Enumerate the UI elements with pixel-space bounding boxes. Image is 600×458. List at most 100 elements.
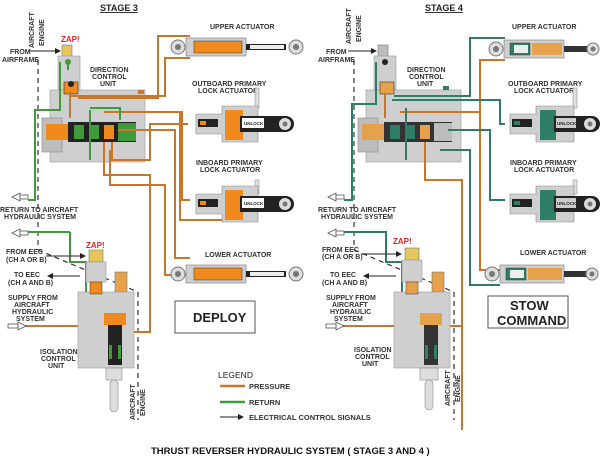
zap-label-bottom: ZAP! bbox=[393, 237, 412, 246]
from-eec-label-2: (CH A OR B) bbox=[6, 257, 47, 264]
upper-actuator-stage4: UPPER ACTUATOR bbox=[488, 24, 600, 59]
supply-arrow-icon bbox=[335, 321, 345, 331]
stage-4-title: STAGE 4 bbox=[425, 3, 463, 13]
supply-label-2: AIRCRAFT bbox=[332, 302, 368, 309]
from-airframe-label-2: AIRFRAME bbox=[318, 57, 355, 64]
stage-3-panel: STAGE 3 AIRCRAFT ENGINE AIRCRAFT ENGINE … bbox=[0, 3, 304, 420]
aircraft-label: AIRCRAFT bbox=[29, 12, 36, 48]
legend-title: LEGEND bbox=[218, 370, 253, 380]
to-eec-label-1: TO EEC bbox=[14, 272, 40, 279]
supply-label-4: SYSTEM bbox=[16, 316, 45, 323]
from-airframe-label-2: AIRFRAME bbox=[2, 57, 39, 64]
return-to-aircraft-label-1: RETURN TO AIRCRAFT bbox=[0, 207, 79, 214]
supply-label-4: SYSTEM bbox=[334, 316, 363, 323]
engine-label-bottom: ENGINE bbox=[140, 389, 147, 416]
upper-actuator-label: UPPER ACTUATOR bbox=[210, 24, 274, 31]
outboard-lock-label-2: LOCK ACTUATOR bbox=[514, 88, 574, 95]
lower-actuator-label: LOWER ACTUATOR bbox=[520, 250, 586, 257]
icu-label-3: UNIT bbox=[48, 363, 65, 370]
lower-actuator-stage4: LOWER ACTUATOR bbox=[484, 250, 599, 284]
return-arrow-icon bbox=[11, 192, 21, 202]
to-eec-label-2: (CH A AND B) bbox=[322, 280, 367, 287]
supply-label-1: SUPPLY FROM bbox=[8, 295, 58, 302]
aircraft-label-bottom: AIRCRAFT bbox=[130, 384, 137, 420]
icu-label-2: CONTROL bbox=[41, 356, 76, 363]
aircraft-label-bottom: AIRCRAFT bbox=[445, 370, 452, 406]
unlock-label: UNLOCK bbox=[244, 201, 264, 206]
dcu-label-2: CONTROL bbox=[92, 74, 127, 81]
unlock-label: UNLOCK bbox=[557, 201, 577, 206]
dcu-label-2: CONTROL bbox=[409, 74, 444, 81]
return-to-aircraft-label-2: HYDRAULIC SYSTEM bbox=[321, 214, 393, 221]
legend-label-return: RETURN bbox=[249, 398, 280, 407]
dcu-label-3: UNIT bbox=[100, 81, 117, 88]
upper-actuator-stage3: UPPER ACTUATOR bbox=[170, 24, 304, 57]
from-airframe-label-1: FROM bbox=[326, 49, 347, 56]
mode-box-text: DEPLOY bbox=[193, 310, 247, 325]
return-lines-stage3 bbox=[28, 62, 121, 310]
diagram-caption: THRUST REVERSER HYDRAULIC SYSTEM ( STAGE… bbox=[151, 446, 430, 457]
inboard-lock-actuator-stage4: INBOARD PRIMARY LOCK ACTUATOR UNLOCK bbox=[509, 160, 600, 223]
legend: LEGEND PRESSURE RETURN ELECTRICAL CONTRO… bbox=[218, 370, 371, 422]
to-eec-label-2: (CH A AND B) bbox=[8, 280, 53, 287]
return-arrow-icon bbox=[11, 228, 21, 238]
supply-label-2: AIRCRAFT bbox=[14, 302, 50, 309]
from-eec-label-2: (CH A OR B) bbox=[322, 254, 363, 261]
inboard-lock-label-1: INBOARD PRIMARY bbox=[510, 160, 577, 167]
aircraft-label: AIRCRAFT bbox=[346, 8, 353, 44]
icu-label-1: ISOLATION bbox=[354, 347, 392, 354]
direction-control-unit: DIRECTION CONTROL UNIT bbox=[357, 44, 462, 163]
outboard-lock-actuator-stage3: OUTBOARD PRIMARY LOCK ACTUATOR UNLOCK bbox=[192, 81, 294, 143]
inboard-lock-label-2: LOCK ACTUATOR bbox=[200, 167, 260, 174]
inboard-lock-label-2: LOCK ACTUATOR bbox=[514, 167, 574, 174]
return-to-aircraft-label-1: RETURN TO AIRCRAFT bbox=[318, 207, 397, 214]
solenoid-coil bbox=[61, 44, 73, 58]
from-eec-label-1: FROM EEC bbox=[6, 249, 43, 256]
isolation-control-unit-stage3: ISOLATION CONTROL UNIT bbox=[40, 249, 135, 413]
icu-label-2: CONTROL bbox=[355, 354, 390, 361]
dcu-label-1: DIRECTION bbox=[407, 67, 446, 74]
outboard-lock-actuator-stage4: OUTBOARD PRIMARY LOCK ACTUATOR UNLOCK bbox=[508, 81, 600, 143]
engine-label-bottom: ENGINE bbox=[455, 375, 462, 402]
from-eec-label-1: FROM EEC bbox=[322, 247, 359, 254]
mode-box-text-1: STOW bbox=[510, 298, 549, 313]
lower-actuator-stage3: LOWER ACTUATOR bbox=[170, 252, 304, 284]
upper-actuator-label: UPPER ACTUATOR bbox=[512, 24, 576, 31]
unlock-label: UNLOCK bbox=[244, 121, 264, 126]
inboard-lock-actuator-stage3: INBOARD PRIMARY LOCK ACTUATOR UNLOCK bbox=[195, 160, 294, 223]
mode-box-stow-command bbox=[487, 295, 569, 329]
outboard-lock-label-2: LOCK ACTUATOR bbox=[198, 88, 258, 95]
stage-3-title: STAGE 3 bbox=[100, 3, 138, 13]
from-airframe-label-1: FROM bbox=[10, 49, 31, 56]
direction-control-unit: DIRECTION CONTROL UNIT bbox=[41, 44, 146, 163]
return-arrow-icon bbox=[327, 192, 337, 202]
mode-box-deploy bbox=[174, 300, 256, 334]
unlock-label: UNLOCK bbox=[557, 121, 577, 126]
dcu-label-3: UNIT bbox=[417, 81, 434, 88]
supply-label-1: SUPPLY FROM bbox=[326, 295, 376, 302]
to-eec-label-1: TO EEC bbox=[330, 272, 356, 279]
engine-label: ENGINE bbox=[356, 15, 363, 42]
inboard-lock-label-1: INBOARD PRIMARY bbox=[196, 160, 263, 167]
dcu-label-1: DIRECTION bbox=[90, 67, 129, 74]
isolation-control-unit-stage4: ISOLATION CONTROL UNIT bbox=[354, 247, 451, 411]
zap-label-top: ZAP! bbox=[61, 35, 80, 44]
legend-label-pressure: PRESSURE bbox=[249, 382, 290, 391]
supply-arrow-icon bbox=[17, 321, 27, 331]
outboard-lock-label-1: OUTBOARD PRIMARY bbox=[508, 81, 583, 88]
return-to-aircraft-label-2: HYDRAULIC SYSTEM bbox=[4, 214, 76, 221]
lower-actuator-label: LOWER ACTUATOR bbox=[205, 252, 271, 259]
stage-4-panel: STAGE 4 AIRCRAFT ENGINE AIRCRAFT ENGINE … bbox=[318, 3, 600, 430]
icu-label-3: UNIT bbox=[362, 361, 379, 368]
engine-label: ENGINE bbox=[39, 19, 46, 46]
return-lines-stage4 bbox=[344, 37, 505, 310]
mode-box-text-2: COMMAND bbox=[497, 313, 566, 328]
zap-label-bottom: ZAP! bbox=[86, 241, 105, 250]
return-arrow-icon bbox=[327, 228, 337, 238]
legend-label-electrical: ELECTRICAL CONTROL SIGNALS bbox=[249, 413, 371, 422]
supply-label-3: HYDRAULIC bbox=[12, 309, 53, 316]
supply-label-3: HYDRAULIC bbox=[330, 309, 371, 316]
icu-label-1: ISOLATION bbox=[40, 349, 78, 356]
outboard-lock-label-1: OUTBOARD PRIMARY bbox=[192, 81, 267, 88]
